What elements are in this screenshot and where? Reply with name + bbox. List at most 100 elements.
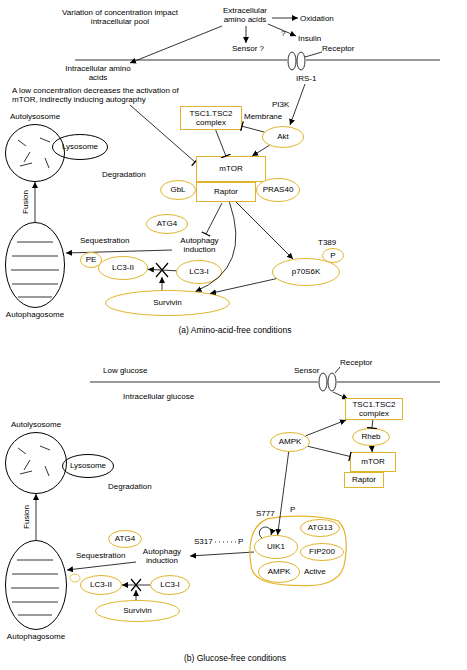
outline-shape (6, 223, 65, 308)
protein-ellipse: LC3-I (150, 575, 190, 595)
annotation-label: Autophagy induction (172, 236, 227, 254)
outline-shape (63, 455, 114, 478)
leader-line (335, 367, 340, 373)
arrow-line (272, 18, 298, 19)
node-text: Akt (277, 132, 289, 141)
outline-shape (255, 536, 298, 559)
annotation-label: Intracellular glucose (123, 392, 194, 401)
protein-ellipse: AMPK (258, 561, 300, 583)
node-text: Survivin (123, 606, 151, 615)
arrow-connector (148, 269, 176, 270)
node-text: p70S6K (292, 267, 320, 276)
protein-ellipse: LC3-I (176, 260, 222, 284)
arrow-line (246, 26, 247, 43)
protein-ellipse: UIK1 (254, 535, 298, 559)
annotation-label: Receptor (322, 44, 354, 53)
membrane-line (75, 60, 440, 61)
protein-ellipse: LC3-II (80, 575, 122, 595)
node-text: Survivin (153, 298, 181, 307)
annotation-label: Degradation (102, 170, 146, 179)
node-text: AMPK (279, 437, 302, 446)
annotation-label: T389 (318, 238, 336, 247)
outline-shape (323, 249, 344, 263)
inhibition-connector (216, 130, 226, 156)
receptor-symbol (288, 52, 296, 70)
protein-ellipse: p70S6K (272, 258, 340, 286)
block-cross (131, 579, 141, 591)
node-text: LC3-I (160, 580, 180, 589)
node-text: LC3-II (90, 580, 112, 589)
caption-text: (b) Glucose-free conditions (140, 654, 330, 664)
node-text: Lysosome (70, 461, 106, 470)
edge-label: Fusion (21, 190, 30, 214)
arrow-connector (196, 202, 236, 291)
annotation-label: Sequestration (76, 551, 125, 560)
protein-box: Raptor (344, 472, 384, 488)
node-text: Rheb (361, 432, 380, 441)
node-text: AMPK (268, 567, 291, 576)
vesicle-ellipse-outline (5, 432, 67, 494)
node-text: ATG4 (157, 219, 177, 228)
dotted-line (215, 542, 236, 543)
vesicle-ellipse: Autophagosome (5, 540, 67, 630)
edge-label: Fusion (22, 505, 31, 529)
arrow-connector (371, 446, 372, 452)
arrow-connector (36, 494, 37, 540)
annotation-label: PI3K (272, 100, 289, 109)
outline-shape (177, 261, 222, 284)
protein-ellipse: Survivin (95, 600, 180, 622)
annotation-label: Intracellular amino acids (58, 64, 138, 82)
annotation-label: Variation of concentration impact intrac… (60, 8, 180, 26)
inhibition-connector (308, 446, 350, 456)
node-text: LC3-I (189, 267, 209, 276)
annotation-label: ? (281, 29, 285, 38)
arrow-line (162, 277, 163, 290)
annotation-label: Sequestration (80, 236, 129, 245)
annotation-label: Low glucose (103, 366, 147, 375)
arrow-connector (210, 279, 276, 294)
protein-box: mTOR (196, 156, 266, 182)
annotation-label: Sensor ? (232, 44, 264, 53)
annotation-label: S777 (256, 509, 275, 518)
outline-shape (301, 520, 340, 537)
annotation-label: IRS-1 (296, 74, 316, 83)
vesicle-content (11, 242, 59, 297)
outline-shape (53, 135, 108, 160)
node-text: ATG13 (308, 523, 333, 532)
protein-ellipse: ATG4 (108, 530, 142, 548)
protein-ellipse: Rheb (352, 428, 390, 446)
outline-shape (250, 516, 346, 586)
protein-box: TSC1.TSC2 complex (180, 106, 242, 130)
vesicle-ellipse-outline (5, 222, 65, 308)
outline-shape (151, 576, 190, 595)
protein-box: TSC1.TSC2 complex (345, 398, 403, 420)
annotation-label: Receptor (340, 358, 372, 367)
annotation-label: Degradation (108, 482, 152, 491)
vesicle-ellipse: Autolysosome (5, 432, 67, 494)
vesicle-ellipse: Autophagosome (5, 222, 65, 308)
protein-ellipse: LC3-II (98, 256, 148, 280)
node-text: FIP200 (309, 547, 335, 556)
arrow-line (67, 562, 136, 570)
protein-ellipse: Survivin (105, 290, 230, 316)
inhibition-connector (242, 126, 264, 132)
annotation-label: A low concentration decreases the activa… (12, 86, 202, 104)
annotation-label: P (238, 537, 243, 546)
outline-shape (6, 541, 67, 630)
receptor-symbol (297, 52, 305, 70)
outline-shape (271, 433, 310, 452)
vesicle-ellipse: Lysosome (52, 134, 108, 160)
node-text: PE (86, 255, 97, 264)
outline-shape (81, 253, 102, 268)
arrow-connector (252, 145, 269, 156)
node-text: P (330, 251, 335, 260)
arrow-line (130, 26, 222, 63)
protein-box: Raptor (196, 182, 256, 202)
outline-shape (301, 544, 344, 561)
node-heading: Autophagosome (0, 310, 85, 319)
complex-outline: ActiveATG13UIK1FIP200AMPK (248, 515, 348, 587)
vesicle-content (18, 446, 50, 476)
protein-ellipse: Akt (262, 126, 304, 148)
node-text: Raptor (214, 187, 238, 196)
